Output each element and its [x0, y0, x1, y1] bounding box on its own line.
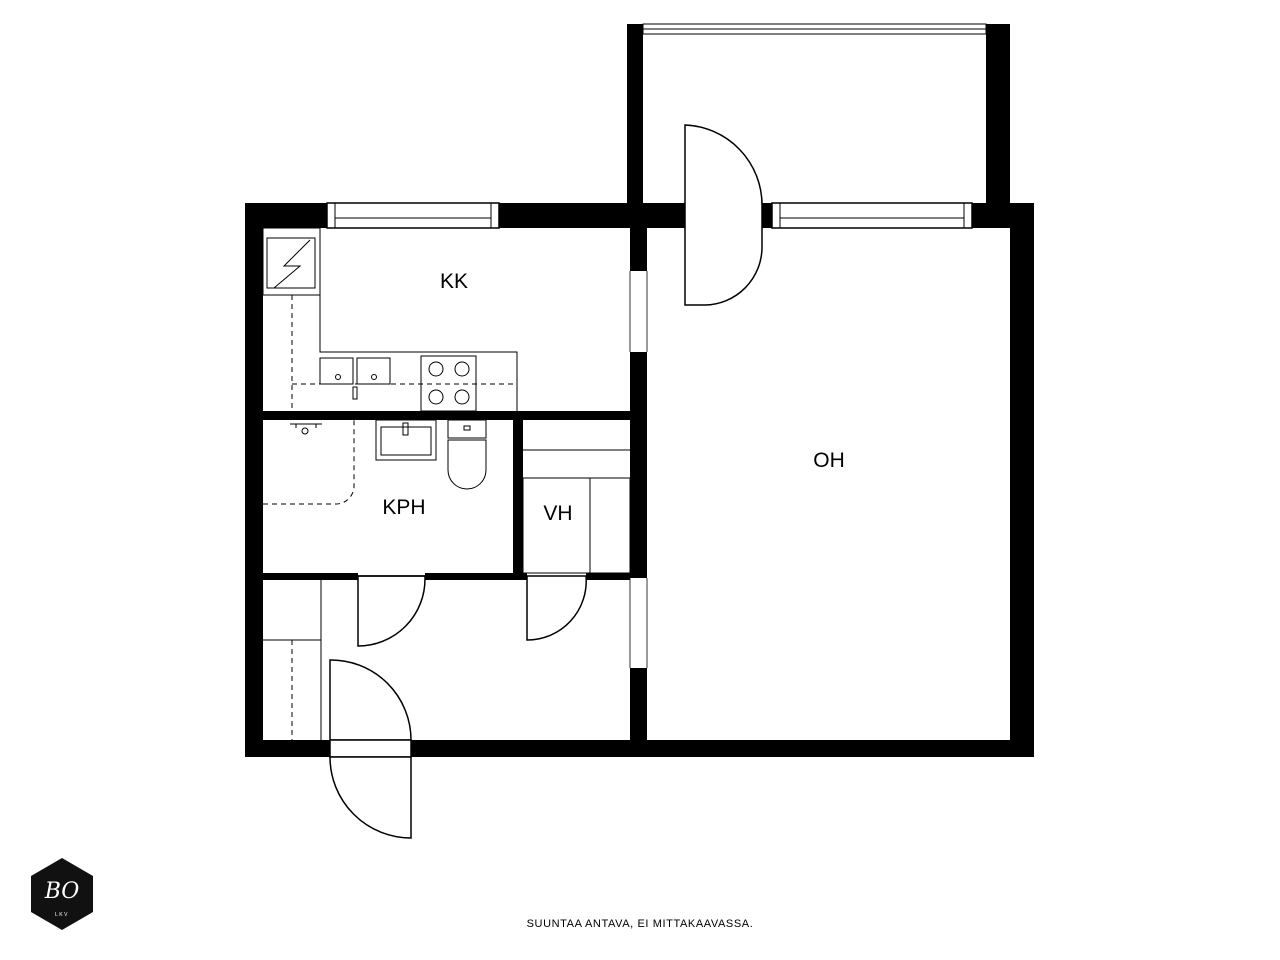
brand-logo: BO LKV: [31, 858, 93, 930]
logo-sub: LKV: [55, 912, 69, 918]
room-label-kitchen: KK: [440, 270, 468, 293]
disclaimer-note: SUUNTAA ANTAVA, EI MITTAKAAVASSA.: [526, 918, 754, 930]
balcony-door: [684, 124, 763, 306]
interior-doors: [357, 575, 587, 647]
partition-openings: [629, 271, 648, 668]
window-living: [771, 202, 973, 229]
kitchen-fixtures: [262, 227, 518, 412]
hallway-wardrobe: [263, 580, 322, 740]
room-label-bathroom: KPH: [382, 496, 425, 519]
entrance-door: [329, 659, 412, 839]
balcony: [627, 23, 1010, 214]
window-kitchen: [326, 202, 500, 229]
logo-mark: BO: [44, 879, 80, 904]
room-label-closet: VH: [543, 502, 572, 525]
room-label-living: OH: [813, 449, 845, 472]
bathroom-fixtures: [263, 419, 487, 505]
closet-fixtures: [522, 449, 631, 574]
interior-walls: [263, 228, 647, 743]
exterior-walls: [245, 203, 1034, 757]
